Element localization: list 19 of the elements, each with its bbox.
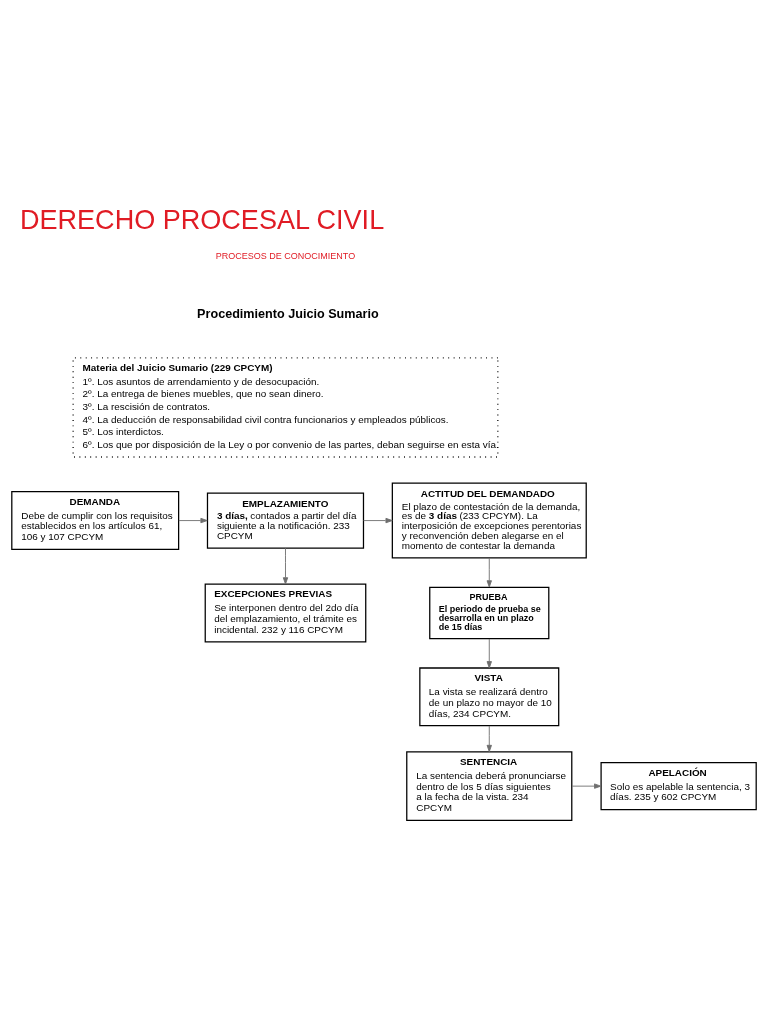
arrow xyxy=(282,547,289,585)
arrow xyxy=(486,557,492,588)
arrow xyxy=(363,517,393,524)
arrow xyxy=(571,783,602,789)
node-box: VISTA La vista se realizará dentro de un plazo no mayor de 10 días, 234 CPCYM. xyxy=(419,667,560,727)
node-box: DEMANDA Debe de cumplir con los requisitos establecidos en los artículos 61, 106 y 107 CPCYM xyxy=(11,491,180,551)
node-box: EXCEPCIONES PREVIAS Se interponen dentro del 2do día del emplazamiento, el trámite es incidental. 232 y 116 CPCYM xyxy=(204,583,367,643)
node-box: Materia del Juicio Sumario (229 CPCYM) 1º. Los asuntos de arrendamiento y de desocupación. 2º. La entrega de bienes muebles, que no sean dinero. 3º. La rescisión de contratos. 4º. La deducción de responsabilidad civil contra funcionarios y empleados públicos. 5º. Los interdictos. 6º. Los que por disposición de la Ley o por convenio de las partes, deban seguirse en esta vía. xyxy=(72,357,499,458)
node-box: EMPLAZAMIENTO 3 días, contados a partir del día siguiente a la notificación. 233 CPCYM xyxy=(206,492,365,549)
diagram-title: DERECHO PROCESAL CIVIL xyxy=(19,204,385,235)
node-box: APELACIÓN Solo es apelable la sentencia, 3 días. 235 y 602 CPCYM xyxy=(600,762,757,811)
label: PROCESOS DE CONOCIMIENTO xyxy=(215,251,356,262)
node-box: SENTENCIA La sentencia deberá pronunciarse dentro de los 5 días siguientes a la fecha de la vista. 234 CPCYM xyxy=(406,751,573,821)
node-box: PRUEBA El periodo de prueba se desarrolla en un plazo de 15 días xyxy=(429,586,550,640)
node-box: ACTITUD DEL DEMANDADO El plazo de contestación de la demanda, es de 3 días (233 CPCYM). La interposición de excepciones perentorias y reconvención deben alegarse en el momento de contestar la demanda xyxy=(391,482,587,559)
arrow xyxy=(178,517,208,524)
label: Procedimiento Juicio Sumario xyxy=(197,306,379,321)
arrow xyxy=(486,725,492,753)
arrow xyxy=(486,638,492,669)
